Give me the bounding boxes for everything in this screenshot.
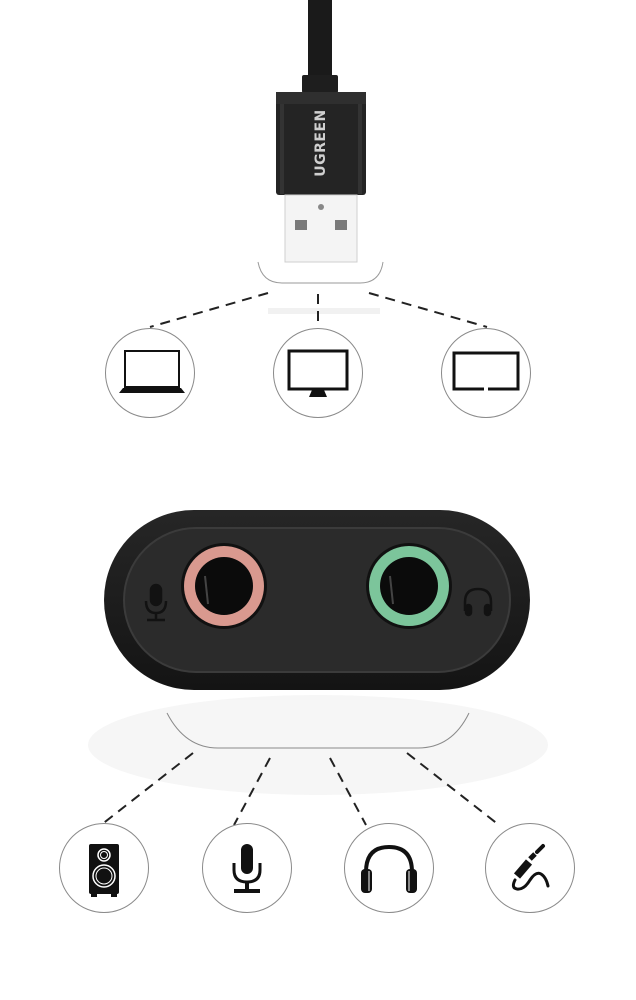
speaker-circle — [58, 822, 150, 914]
headphones-circle — [343, 822, 435, 914]
microphone-icon — [202, 823, 292, 913]
mic-port — [181, 543, 267, 629]
monitor-circle — [272, 327, 364, 419]
mic-port-icon — [144, 583, 168, 622]
usb-plug — [0, 0, 636, 280]
headphones-icon — [344, 823, 434, 913]
screen-circle — [440, 327, 532, 419]
headphone-port — [366, 543, 452, 629]
microphone-circle — [201, 822, 293, 914]
brand-logo: UGREEN — [313, 109, 329, 177]
audio-jack-icon — [485, 823, 575, 913]
monitor-icon — [273, 328, 363, 418]
sound-card-adapter — [104, 510, 532, 692]
laptop-icon — [105, 328, 195, 418]
headphone-port-icon — [463, 587, 493, 617]
speaker-icon — [59, 823, 149, 913]
screen-icon — [441, 328, 531, 418]
laptop-circle — [104, 327, 196, 419]
audio-jack-circle — [484, 822, 576, 914]
